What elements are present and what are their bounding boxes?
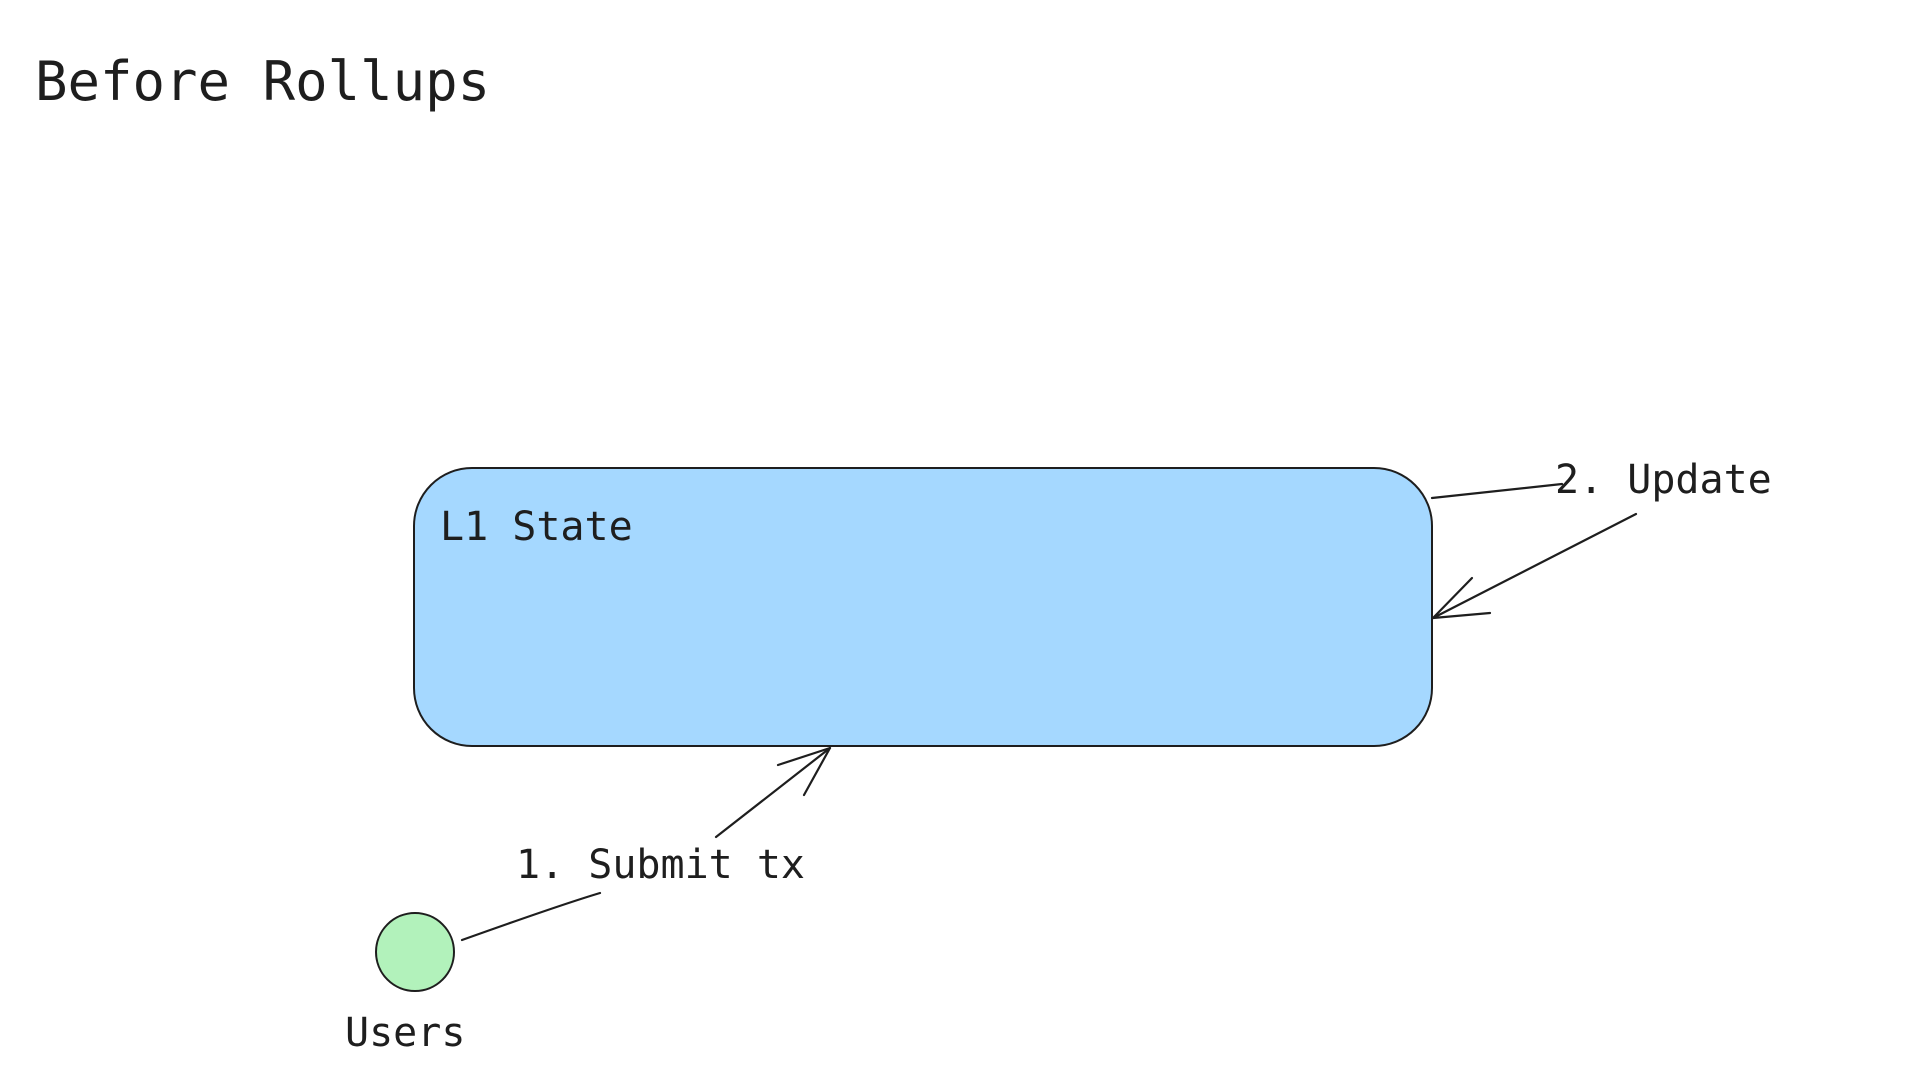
users-label: Users (345, 1010, 466, 1056)
submit-tx-arrow (460, 746, 832, 942)
l1-state-label: L1 State (440, 504, 633, 550)
update-arrow-head (1431, 576, 1492, 620)
diagram-title: Before Rollups (35, 50, 491, 113)
l1-state-box[interactable] (413, 467, 1433, 747)
update-arrow (1430, 482, 1638, 620)
submit-arrow-shaft-lower (460, 891, 602, 942)
users-node-circle[interactable] (375, 912, 455, 992)
submit-arrow-head (776, 746, 832, 797)
submit-tx-edge-label: 1. Submit tx (516, 842, 805, 888)
update-arrow-shaft-upper (1430, 482, 1564, 500)
submit-arrow-shaft-upper (714, 746, 832, 839)
update-arrow-shaft-lower (1431, 512, 1638, 620)
update-edge-label: 2. Update (1555, 457, 1772, 503)
